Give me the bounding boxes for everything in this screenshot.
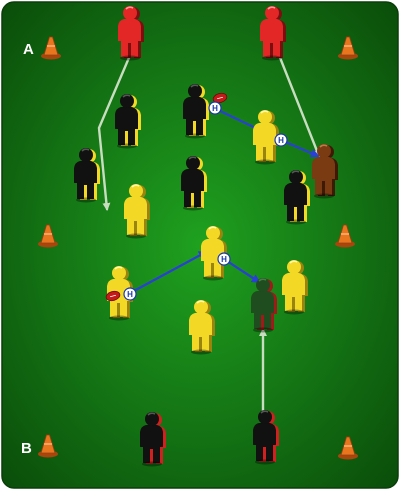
player-yellow: [189, 300, 215, 355]
cone-icon: [338, 36, 358, 60]
handball-marker: H: [208, 101, 222, 115]
handball-marker: H: [217, 252, 231, 266]
cone-icon: [41, 36, 61, 60]
player-red: [118, 6, 144, 61]
handball-marker: H: [274, 133, 288, 147]
handball-markers: H H H H: [123, 101, 288, 301]
player-yellow: [107, 266, 133, 321]
player-black: [181, 156, 207, 211]
player-black: [253, 410, 279, 465]
pass-arrow: [281, 139, 320, 158]
cone-icon: [335, 224, 355, 248]
cone-icon: [338, 436, 358, 460]
pass-arrow: [130, 250, 208, 294]
cones: [38, 36, 358, 460]
svg-text:H: H: [221, 255, 227, 264]
movement-arrows: [97, 48, 321, 414]
player-red: [260, 6, 286, 61]
handball-marker: H: [123, 287, 137, 301]
player-yellow: [253, 110, 279, 165]
player-darkgreen: [251, 278, 277, 333]
cone-icon: [38, 224, 58, 248]
football-icon: [105, 290, 121, 302]
football-icon: [212, 92, 228, 104]
end-label-b: B: [21, 440, 32, 457]
pass-arrow: [225, 259, 261, 284]
player-black: [74, 148, 100, 203]
players: [74, 6, 338, 467]
end-label-a: A: [23, 41, 34, 58]
player-brown: [312, 144, 338, 199]
svg-text:H: H: [278, 136, 284, 145]
balls: [105, 92, 228, 302]
svg-text:H: H: [212, 104, 218, 113]
movement-arrow: [97, 51, 133, 211]
player-yellow: [282, 260, 308, 315]
movement-arrow: [275, 48, 321, 158]
player-yellow: [201, 226, 227, 281]
svg-text:H: H: [127, 290, 133, 299]
player-black: [183, 84, 209, 139]
player-black: [140, 412, 166, 467]
player-yellow: [124, 184, 150, 239]
cone-icon: [38, 434, 58, 458]
player-black: [115, 94, 141, 149]
player-black: [284, 170, 310, 225]
